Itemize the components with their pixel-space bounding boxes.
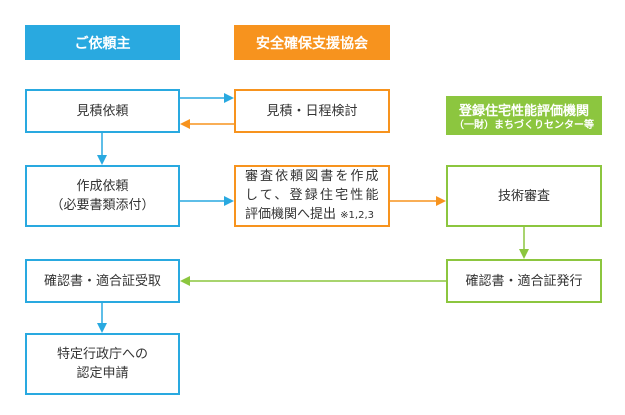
step-prepare-documents-line2: して、登録住宅性能 (245, 188, 379, 203)
step-prepare-documents-note: ※1,2,3 (340, 210, 374, 221)
step-estimate-request-label: 見積依頼 (76, 103, 129, 119)
arrow-create-to-prepare (180, 196, 234, 206)
step-certificate-issue: 確認書・適合証発行 (446, 259, 602, 303)
step-estimate-review-label: 見積・日程検討 (266, 103, 358, 119)
step-prepare-documents: 審査依頼図書を作成 して、登録住宅性能 評価機関へ提出 ※1,2,3 (234, 165, 390, 227)
step-prepare-documents-line3: 評価機関へ提出 ※1,2,3 (245, 205, 379, 225)
arrow-request-down (97, 133, 107, 165)
step-technical-review-label: 技術審査 (497, 188, 550, 204)
step-create-request: 作成依頼 （必要書類添付） (25, 165, 180, 227)
header-agency: 登録住宅性能評価機関 （一財）まちづくりセンター等 (446, 96, 602, 135)
header-association-label: 安全確保支援協会 (256, 35, 368, 52)
step-technical-review: 技術審査 (446, 165, 602, 227)
step-create-request-line1: 作成依頼 (76, 179, 129, 194)
step-prepare-documents-line3-text: 評価機関へ提出 (245, 207, 337, 222)
arrow-review-down (519, 227, 529, 259)
header-agency-sub: （一財）まちづくりセンター等 (454, 119, 594, 131)
step-estimate-request: 見積依頼 (25, 89, 180, 133)
header-association: 安全確保支援協会 (234, 25, 390, 60)
step-estimate-review: 見積・日程検討 (234, 89, 390, 133)
step-certificate-receive: 確認書・適合証受取 (25, 259, 180, 303)
arrow-request-to-review (180, 93, 234, 103)
step-certificate-issue-label: 確認書・適合証発行 (465, 273, 583, 289)
step-apply-certification-line1: 特定行政庁への (56, 347, 148, 362)
arrow-receive-down (97, 303, 107, 333)
header-client-label: ご依頼主 (74, 35, 131, 52)
arrow-prepare-to-review (390, 196, 446, 206)
step-apply-certification-line2: 認定申請 (76, 366, 129, 381)
step-prepare-documents-line1: 審査依頼図書を作成 (245, 169, 379, 184)
header-client: ご依頼主 (25, 25, 180, 60)
step-create-request-line2: （必要書類添付） (50, 198, 155, 213)
arrow-review-to-request (180, 119, 234, 129)
header-agency-label: 登録住宅性能評価機関 (458, 103, 589, 119)
step-certificate-receive-label: 確認書・適合証受取 (43, 273, 161, 289)
arrow-issue-to-receive (180, 276, 446, 286)
step-apply-certification: 特定行政庁への 認定申請 (25, 333, 180, 395)
